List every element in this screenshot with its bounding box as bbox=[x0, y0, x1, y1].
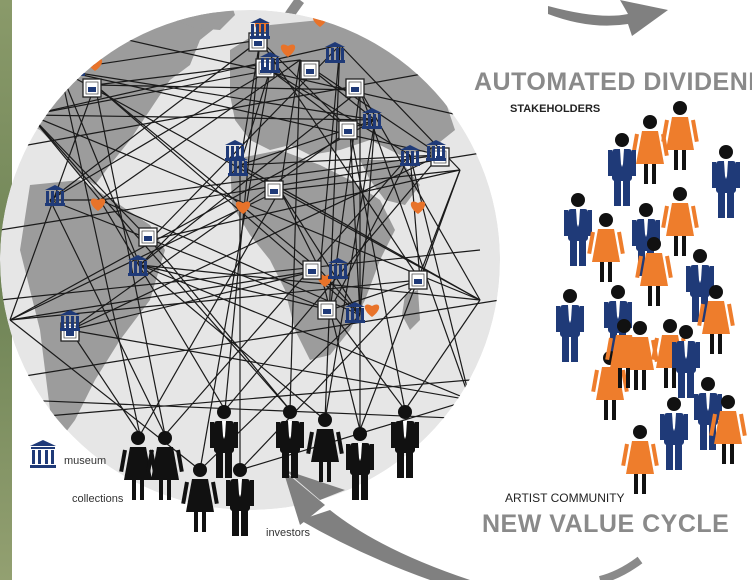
new-value-cycle-heading: NEW VALUE CYCLE bbox=[482, 510, 730, 538]
heart-icon bbox=[364, 304, 380, 317]
museum-icon bbox=[45, 185, 65, 206]
investor-figure bbox=[346, 427, 374, 500]
museum-icon bbox=[65, 55, 85, 76]
artist-community-label: ARTIST COMMUNITY bbox=[505, 491, 625, 505]
collection-icon bbox=[302, 260, 322, 280]
collection-icon bbox=[264, 180, 284, 200]
stakeholder-figure bbox=[608, 133, 636, 206]
investor-group bbox=[119, 405, 419, 536]
museum-icon bbox=[328, 258, 348, 279]
globe bbox=[0, 10, 500, 510]
collection-icon bbox=[408, 270, 428, 290]
heart-icon bbox=[90, 198, 106, 211]
legend-museum-label: museum bbox=[64, 455, 107, 467]
investor-figure bbox=[391, 405, 419, 478]
investor-figure bbox=[226, 463, 254, 536]
stakeholder-figure bbox=[697, 285, 735, 354]
top-cycle-arrow bbox=[548, 0, 668, 36]
museum-icon bbox=[225, 140, 245, 161]
bottom-right-arc bbox=[598, 556, 643, 580]
stakeholder-figure bbox=[587, 213, 625, 282]
museum-pins bbox=[45, 18, 446, 331]
heart-icon bbox=[410, 201, 426, 214]
automated-dividend-heading: AUTOMATED DIVIDEND bbox=[474, 68, 752, 96]
heart-icon bbox=[280, 44, 296, 57]
museum-icon bbox=[426, 140, 446, 161]
museum-icon bbox=[250, 18, 270, 39]
museum-icon bbox=[60, 310, 80, 331]
stakeholder-figure bbox=[631, 115, 669, 184]
museum-icon bbox=[260, 52, 280, 73]
stakeholder-figure bbox=[712, 145, 740, 218]
stakeholder-figure bbox=[672, 325, 700, 398]
museum-icon bbox=[362, 108, 382, 129]
stakeholder-figure bbox=[635, 237, 673, 306]
stakeholder-figure bbox=[621, 425, 659, 494]
investor-figure bbox=[181, 463, 219, 532]
collection-icon bbox=[60, 322, 80, 342]
stakeholder-figure bbox=[661, 101, 699, 170]
investor-figure bbox=[210, 405, 238, 478]
museum-icon bbox=[345, 302, 365, 323]
stakeholder-figure bbox=[556, 289, 584, 362]
museum-icon bbox=[400, 145, 420, 166]
stakeholder-figure bbox=[709, 395, 747, 464]
collection-icon bbox=[138, 227, 158, 247]
collection-icon bbox=[300, 60, 320, 80]
bottom-cycle-arrow bbox=[283, 470, 470, 580]
heart-icon bbox=[235, 201, 251, 214]
legend-collections-label: collections bbox=[72, 493, 124, 505]
stakeholder-group bbox=[556, 101, 747, 494]
collection-pins bbox=[60, 32, 450, 342]
stakeholder-figure bbox=[660, 397, 688, 470]
stakeholder-figure bbox=[686, 249, 714, 322]
investor-figure bbox=[146, 431, 184, 500]
investor-figure bbox=[306, 413, 344, 482]
collection-icon bbox=[338, 120, 358, 140]
heart-icon bbox=[22, 111, 38, 124]
stakeholder-figure bbox=[605, 319, 643, 388]
stakeholder-figure bbox=[564, 193, 592, 266]
collection-icon bbox=[82, 78, 102, 98]
legend-investors-label: investors bbox=[266, 527, 311, 539]
legend-museum-icon bbox=[30, 440, 56, 468]
museum-icon bbox=[325, 42, 345, 63]
investor-figure bbox=[276, 405, 304, 478]
collection-icon bbox=[317, 300, 337, 320]
stakeholders-label: STAKEHOLDERS bbox=[510, 103, 601, 115]
collection-icon bbox=[345, 78, 365, 98]
museum-icon bbox=[128, 255, 148, 276]
stakeholder-figure bbox=[661, 187, 699, 256]
